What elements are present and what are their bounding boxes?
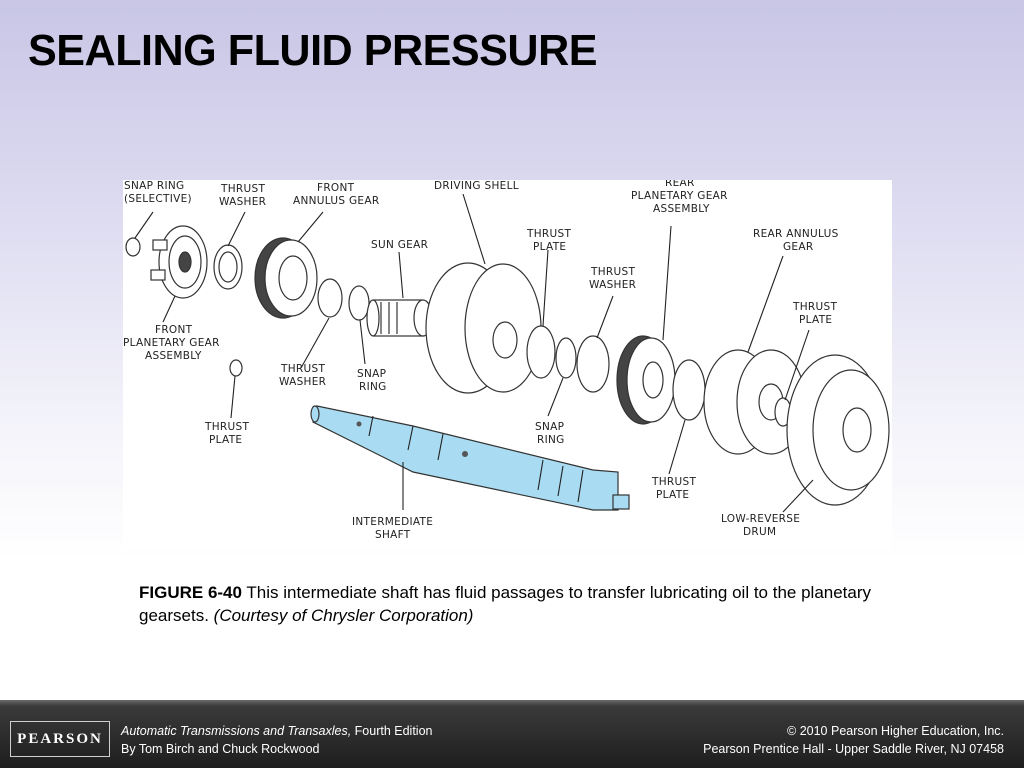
label-rear-planetary-3: ASSEMBLY: [653, 203, 710, 215]
label-thrust-plate-left-2: PLATE: [209, 434, 242, 446]
label-low-reverse-2: DRUM: [743, 526, 776, 538]
label-thrust-plate-bottom-2: PLATE: [656, 489, 689, 501]
label-rear-planetary: REAR: [665, 180, 695, 189]
label-snap-ring-selective-2: (SELECTIVE): [124, 193, 192, 205]
snap-ring-right-part: [555, 337, 577, 379]
label-snap-ring-low-2: RING: [359, 381, 387, 393]
label-rear-planetary-2: PLANETARY GEAR: [631, 190, 728, 202]
thrust-plate-left-part: [229, 359, 243, 377]
label-thrust-washer-low: THRUST: [280, 363, 325, 375]
figure-caption: FIGURE 6-40 This intermediate shaft has …: [139, 581, 899, 627]
label-front-planetary-2: PLANETARY GEAR: [123, 337, 220, 349]
footer-edition: Fourth Edition: [351, 724, 433, 738]
label-snap-ring-right: SNAP: [535, 421, 564, 433]
label-front-annulus-2: ANNULUS GEAR: [293, 195, 379, 207]
slide-title: SEALING FLUID PRESSURE: [28, 26, 598, 75]
caption-credit: (Courtesy of Chrysler Corporation): [213, 606, 474, 625]
label-front-annulus: FRONT: [317, 182, 355, 194]
rear-planetary-gear-part: [616, 335, 676, 425]
footer-authors: By Tom Birch and Chuck Rockwood: [121, 742, 320, 756]
label-thrust-washer-right: THRUST: [590, 266, 635, 278]
label-sun-gear: SUN GEAR: [371, 239, 428, 251]
thrust-plate-part: [526, 325, 556, 379]
label-thrust-washer-low-2: WASHER: [279, 376, 326, 388]
label-snap-ring-right-2: RING: [537, 434, 565, 446]
caption-text: This intermediate shaft has fluid passag…: [139, 583, 872, 625]
snap-ring-selective-part: [125, 237, 141, 257]
footer-book-title: Automatic Transmissions and Transaxles,: [121, 724, 352, 738]
label-intermediate-shaft-2: SHAFT: [375, 529, 411, 541]
front-planetary-gear-part: [150, 225, 208, 299]
pearson-logo: PEARSON: [10, 721, 110, 757]
front-annulus-gear-part: [254, 237, 318, 319]
label-thrust-plate-mid: THRUST: [526, 228, 571, 240]
label-front-planetary: FRONT: [155, 324, 193, 336]
label-thrust-washer-top-2: WASHER: [219, 196, 266, 208]
label-thrust-plate-left: THRUST: [204, 421, 249, 433]
exploded-diagram: SNAP RING (SELECTIVE) THRUST WASHER FRON…: [123, 180, 890, 541]
footer-book-info: Automatic Transmissions and Transaxles, …: [121, 722, 432, 758]
exploded-diagram-figure: SNAP RING (SELECTIVE) THRUST WASHER FRON…: [123, 180, 892, 550]
label-thrust-washer-top: THRUST: [220, 183, 265, 195]
intermediate-shaft: [310, 405, 630, 511]
label-intermediate-shaft: INTERMEDIATE: [352, 516, 433, 528]
label-thrust-plate-far: THRUST: [792, 301, 837, 313]
driving-shell-part: [425, 262, 542, 394]
label-rear-annulus: REAR ANNULUS: [753, 228, 839, 240]
footer-bar: PEARSON Automatic Transmissions and Tran…: [0, 700, 1024, 768]
sun-gear-part: [366, 299, 433, 337]
snap-ring-part: [348, 285, 370, 321]
low-reverse-drum-part: [786, 354, 890, 506]
label-rear-annulus-2: GEAR: [783, 241, 813, 253]
label-thrust-plate-mid-2: PLATE: [533, 241, 566, 253]
leader-lines: [134, 193, 814, 513]
label-snap-ring-selective: SNAP RING: [124, 180, 184, 192]
footer-copyright: © 2010 Pearson Higher Education, Inc.: [787, 724, 1004, 738]
footer-publisher-info: © 2010 Pearson Higher Education, Inc. Pe…: [703, 722, 1004, 758]
label-low-reverse: LOW-REVERSE: [721, 513, 800, 525]
label-snap-ring-low: SNAP: [357, 368, 386, 380]
label-thrust-plate-bottom: THRUST: [651, 476, 696, 488]
label-front-planetary-3: ASSEMBLY: [145, 350, 202, 362]
thrust-plate-far-part: [672, 359, 706, 421]
label-thrust-plate-far-2: PLATE: [799, 314, 832, 326]
label-thrust-washer-right-2: WASHER: [589, 279, 636, 291]
footer-publisher: Pearson Prentice Hall - Upper Saddle Riv…: [703, 742, 1004, 756]
thrust-washer-low-part: [317, 278, 343, 318]
label-driving-shell: DRIVING SHELL: [434, 180, 519, 192]
thrust-washer-right-part: [576, 335, 610, 393]
figure-number: FIGURE 6-40: [139, 583, 242, 602]
